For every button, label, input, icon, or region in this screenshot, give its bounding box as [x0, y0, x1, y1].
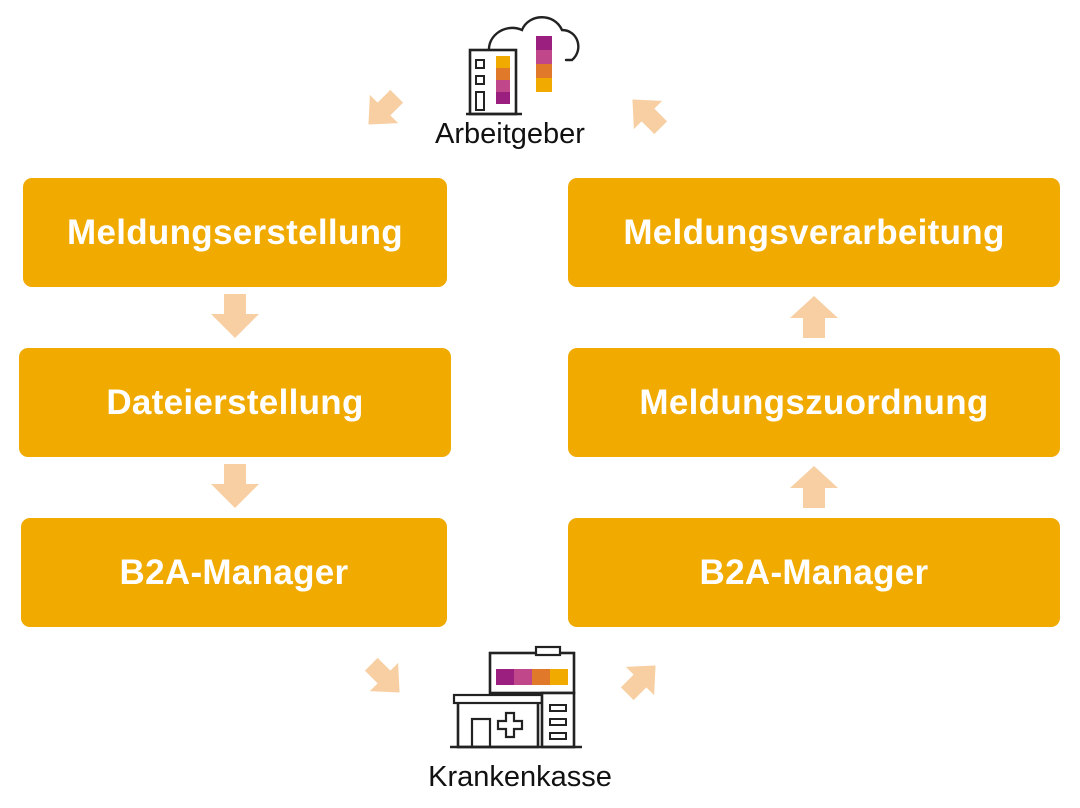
office-building-cloud-icon — [466, 16, 580, 116]
arrow-up-left-icon — [632, 99, 668, 135]
process-box-meldungsverarbeitung: Meldungsverarbeitung — [568, 178, 1060, 287]
process-box-label: Meldungserstellung — [67, 212, 403, 252]
krankenkasse-label: Krankenkasse — [428, 761, 612, 793]
arrow-up-icon — [790, 296, 838, 338]
arrow-down-left-icon — [368, 89, 404, 125]
arrow-up-right-icon — [620, 665, 656, 701]
process-box-label: Meldungszuordnung — [639, 382, 989, 422]
arrow-down-right-icon — [364, 657, 400, 693]
process-box-meldungserstellung: Meldungserstellung — [23, 178, 447, 287]
process-box-label: Meldungsverarbeitung — [623, 212, 1005, 252]
process-box-label: B2A-Manager — [699, 552, 929, 592]
arrow-down-icon — [211, 294, 259, 338]
process-box-b2a-manager-left: B2A-Manager — [21, 518, 447, 627]
process-box-meldungszuordnung: Meldungszuordnung — [568, 348, 1060, 457]
process-box-b2a-manager-right: B2A-Manager — [568, 518, 1060, 627]
process-box-label: Dateierstellung — [106, 382, 364, 422]
process-box-dateierstellung: Dateierstellung — [19, 348, 451, 457]
arrow-down-icon — [211, 464, 259, 508]
hospital-building-icon — [450, 645, 582, 749]
process-box-label: B2A-Manager — [119, 552, 349, 592]
arrow-up-icon — [790, 466, 838, 508]
arbeitgeber-label: Arbeitgeber — [435, 118, 585, 150]
